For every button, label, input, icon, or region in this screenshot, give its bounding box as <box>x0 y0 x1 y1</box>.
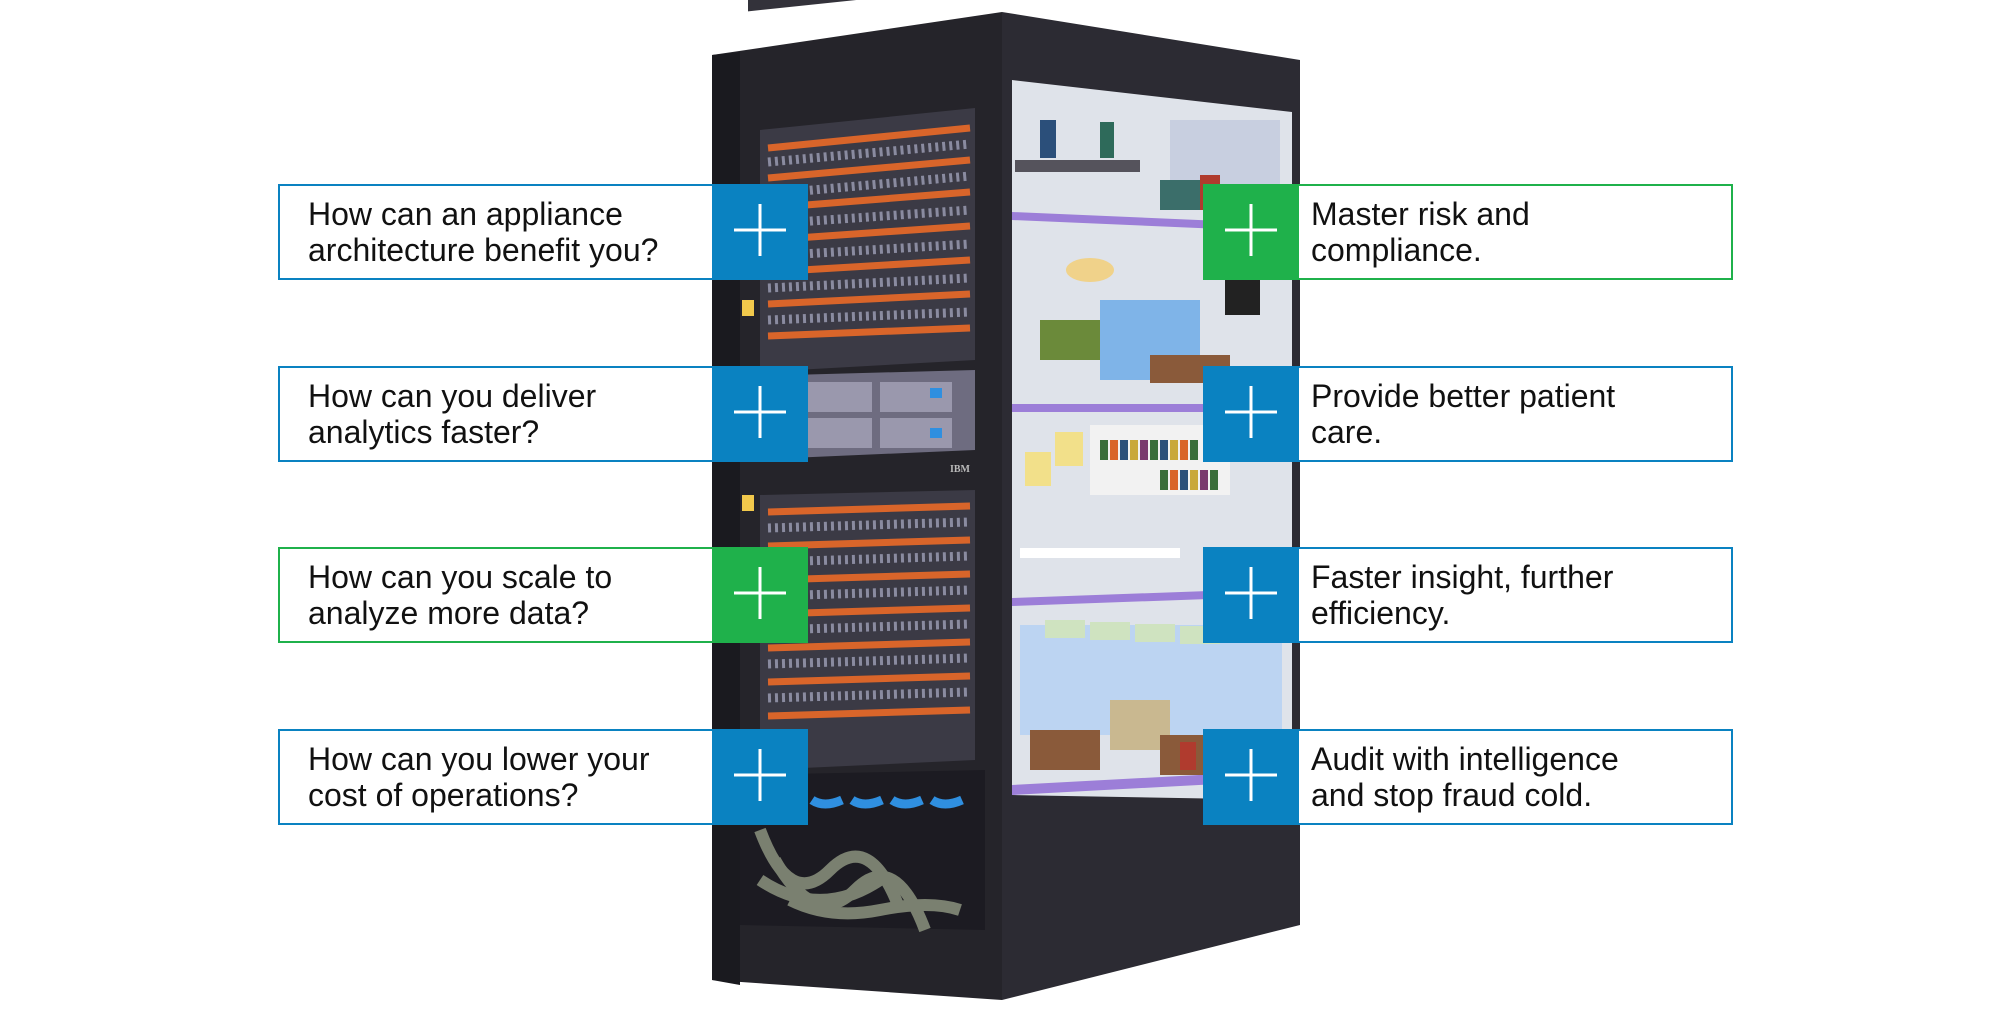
plus-icon <box>1221 200 1281 265</box>
card-answer-text: Master risk and compliance. <box>1311 196 1530 268</box>
plus-icon <box>730 382 790 447</box>
expand-button[interactable] <box>712 729 808 825</box>
card-patient-care[interactable]: Provide better patient care. <box>1203 366 1733 462</box>
expand-button[interactable] <box>1203 366 1299 462</box>
plus-icon <box>1221 745 1281 810</box>
card-answer-text: Faster insight, further efficiency. <box>1311 559 1614 631</box>
card-question-text: How can an appliance architecture benefi… <box>308 196 659 268</box>
card-deliver-analytics[interactable]: How can you deliver analytics faster? <box>278 366 808 462</box>
card-risk-compliance[interactable]: Master risk and compliance. <box>1203 184 1733 280</box>
card-question-text: How can you deliver analytics faster? <box>308 378 597 450</box>
expand-button[interactable] <box>1203 184 1299 280</box>
card-faster-insight[interactable]: Faster insight, further efficiency. <box>1203 547 1733 643</box>
plus-icon <box>730 563 790 628</box>
plus-icon <box>1221 382 1281 447</box>
card-answer-text: Provide better patient care. <box>1311 378 1616 450</box>
expand-button[interactable] <box>1203 547 1299 643</box>
plus-icon <box>730 745 790 810</box>
card-question-text: How can you lower your cost of operation… <box>308 741 650 813</box>
expand-button[interactable] <box>712 366 808 462</box>
card-appliance-architecture[interactable]: How can an appliance architecture benefi… <box>278 184 808 280</box>
expand-button[interactable] <box>712 184 808 280</box>
plus-icon <box>730 200 790 265</box>
card-question-text: How can you scale to analyze more data? <box>308 559 613 631</box>
card-scale-data[interactable]: How can you scale to analyze more data? <box>278 547 808 643</box>
expand-button[interactable] <box>712 547 808 643</box>
card-answer-text: Audit with intelligence and stop fraud c… <box>1311 741 1619 813</box>
card-audit-fraud[interactable]: Audit with intelligence and stop fraud c… <box>1203 729 1733 825</box>
card-lower-cost[interactable]: How can you lower your cost of operation… <box>278 729 808 825</box>
plus-icon <box>1221 563 1281 628</box>
ibm-logo-text: IBM <box>950 464 971 475</box>
expand-button[interactable] <box>1203 729 1299 825</box>
